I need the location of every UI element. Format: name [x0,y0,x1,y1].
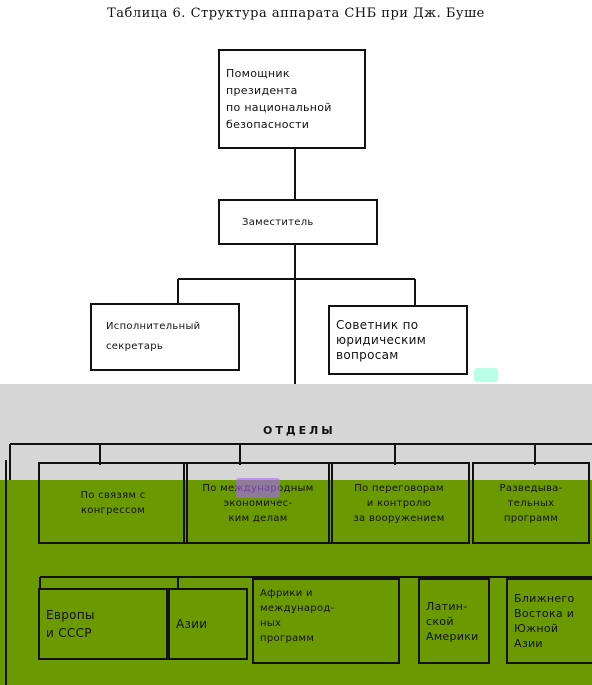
green-band [0,480,592,685]
node-intl-econ: По международным экономичес- ким делам [183,462,333,544]
node-assistant: Помощник президента по национальной безо… [218,49,366,149]
node-legal-advisor: Советник по юридическим вопросам [328,305,468,375]
scan-artifact [236,478,280,498]
node-departments: Отделы [263,424,336,437]
node-arms-control: По переговорам и контролю за вооружением [328,462,470,544]
node-latam: Латин- ской Америки [418,578,490,664]
node-europe: Европы и СССР [38,588,168,660]
node-deputy: Заместитель [218,199,378,245]
scan-artifact [474,368,498,382]
node-exec-secretary: Исполнительный секретарь [90,303,240,371]
node-mideast: Ближнего Востока и Южной Азии [506,578,592,664]
node-asia: Азии [168,588,248,660]
diagram-title: Таблица 6. Структура аппарата СНБ при Дж… [107,6,485,21]
node-intel: Разведыва- тельных программ [472,462,590,544]
node-congress: По связям с конгрессом [38,462,188,544]
node-africa: Африки и международ- ных программ [252,578,400,664]
grey-band [0,384,592,494]
